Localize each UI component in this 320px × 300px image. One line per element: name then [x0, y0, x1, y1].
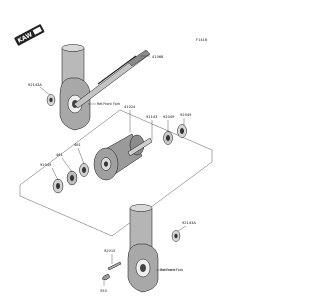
- callout-bearing-right-outer: 92049: [163, 115, 175, 119]
- collar-lower-right: [171, 230, 181, 242]
- seal-left-outer: [66, 170, 78, 186]
- kawasaki-logo-icon: KAW: [14, 24, 45, 46]
- hub-assembly-outline: [19, 109, 213, 237]
- callout-collar-lower-right: 92143A: [182, 221, 196, 225]
- bearing-right-outer: [163, 131, 173, 145]
- callout-collar-upper-left: 92143A: [28, 83, 42, 87]
- collar-upper-left: [46, 94, 56, 106]
- lower-nut: [101, 273, 111, 281]
- seal-left-inner: [79, 163, 89, 177]
- callout-axle: 41068: [152, 55, 164, 59]
- bearing-right-inner: [177, 124, 187, 138]
- svg-text:KAW: KAW: [17, 31, 34, 45]
- callout-seal-left-inner: 461: [74, 143, 81, 147]
- callout-nut-lower: 550: [100, 289, 108, 293]
- callout-bearing-right-inner: 92049: [180, 113, 192, 117]
- figure-code: F1416: [196, 38, 208, 42]
- ref-front-fork-upper: Ref.Front Fork: [97, 102, 120, 106]
- callout-hub: 41024: [124, 105, 136, 109]
- lower-bolt: [107, 261, 122, 271]
- callout-bolt-lower: 92015: [104, 249, 115, 253]
- bearing-left: [52, 178, 64, 194]
- callout-spacer-center: 92143: [146, 115, 157, 119]
- leader-lines: [39, 55, 187, 286]
- ref-front-fork-lower: Ref.Front Fork: [160, 268, 183, 272]
- center-spacer: [127, 137, 153, 157]
- wheel-hub: [93, 133, 145, 181]
- callout-seal-left-outer: 461: [56, 153, 63, 157]
- lower-fork-leg: [127, 204, 159, 293]
- parts-diagram: KAW F1416: [14, 24, 213, 293]
- callout-bearing-left: 92049: [40, 163, 52, 167]
- upper-fork-leg: [59, 44, 91, 131]
- axle-shaft: [73, 49, 151, 109]
